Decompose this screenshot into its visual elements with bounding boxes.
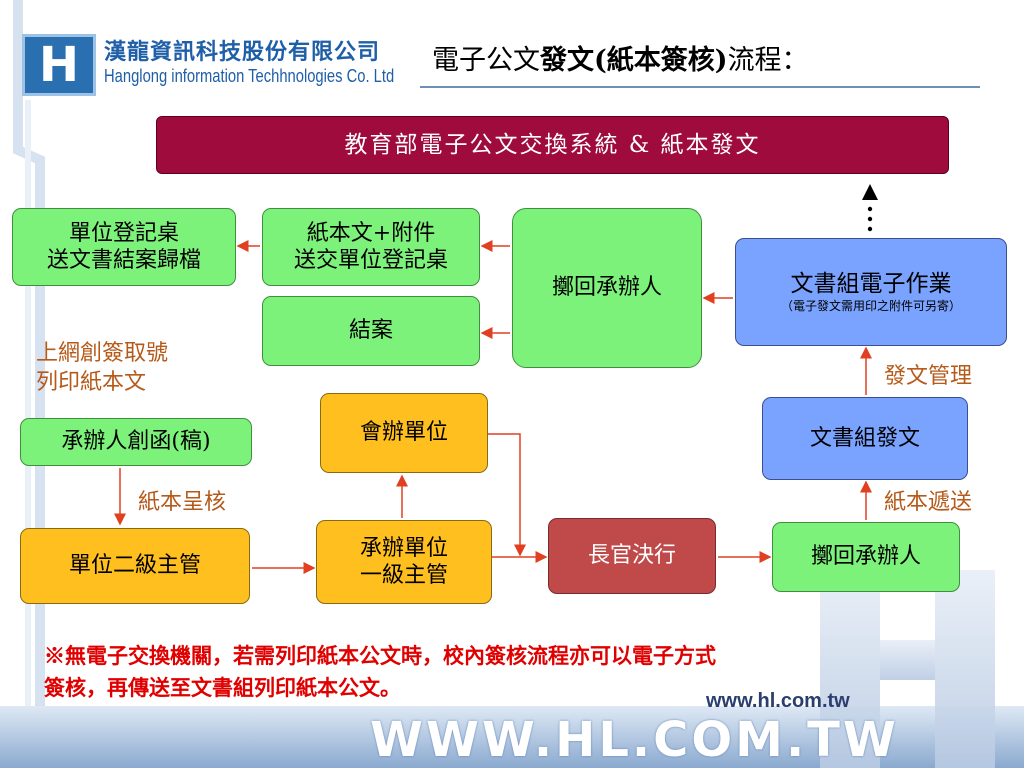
title-bold: 發文(紙本簽核) [540,45,728,76]
title-underline [420,86,980,88]
unit-level1-line1: 承辦單位 [359,535,448,561]
system-box: 教育部電子公文交換系統 & 紙本發文 [156,116,949,174]
online-draft-line2: 列印紙本文 [36,369,147,395]
return-handler-bottom-box: 擲回承辦人 [772,522,960,592]
page-title: 電子公文發文(紙本簽核)流程： [432,38,809,77]
unit-desk-line2: 送文書結案歸檔 [46,248,201,273]
send-manage-label: 發文管理 [884,364,973,389]
title-suffix: 流程： [727,45,809,76]
unit-desk-box: 單位登記桌 送文書結案歸檔 [12,208,236,286]
doc-group-electronic-box: 文書組電子作業 （電子發文需用印之附件可另寄） [735,238,1007,346]
company-name-chinese: 漢龍資訊科技股份有限公司 [104,39,381,65]
doc-group-electronic-title: 文書組電子作業 [790,271,952,298]
handler-create-box: 承辦人創函(稿) [20,418,252,466]
footnote-line2: 簽核，再傳送至文書組列印紙本公文。 [44,674,401,700]
unit-level2-box: 單位二級主管 [20,528,250,604]
doc-group-send-box: 文書組發文 [762,397,968,480]
doc-group-electronic-note: （電子發文需用印之附件可另寄） [780,298,961,313]
return-handler-top-box: 擲回承辦人 [512,208,702,368]
close-case-box: 結案 [262,296,480,366]
unit-desk-line1: 單位登記桌 [68,220,179,246]
title-prefix: 電子公文 [432,45,540,76]
company-name-english: Hanglong information Techhnologies Co. L… [104,66,395,86]
paper-attach-line1: 紙本文+附件 [306,220,436,246]
paper-attach-line2: 送交單位登記桌 [293,248,448,273]
footnote-line1: ※無電子交換機關，若需列印紙本公文時，校內簽核流程亦可以電子方式 [44,643,716,668]
paper-review-label: 紙本呈核 [138,490,227,515]
footer-url-big: WWW.HL.COM.TW [370,712,899,768]
company-logo-icon: H [22,34,96,96]
unit-level1-line2: 一級主管 [359,563,448,588]
footnote: ※無電子交換機關，若需列印紙本公文時，校內簽核流程亦可以電子方式 簽核，再傳送至… [44,640,974,703]
supervisor-decide-box: 長官決行 [548,518,716,594]
cosign-unit-box: 會辦單位 [320,393,488,473]
footer-url-small[interactable]: www.hl.com.tw [706,690,850,712]
online-draft-label: 上網創簽取號 列印紙本文 [36,340,168,397]
paper-deliver-label: 紙本遞送 [884,490,973,515]
paper-attach-box: 紙本文+附件 送交單位登記桌 [262,208,480,286]
unit-level1-box: 承辦單位 一級主管 [316,520,492,604]
online-draft-line1: 上網創簽取號 [36,341,169,366]
